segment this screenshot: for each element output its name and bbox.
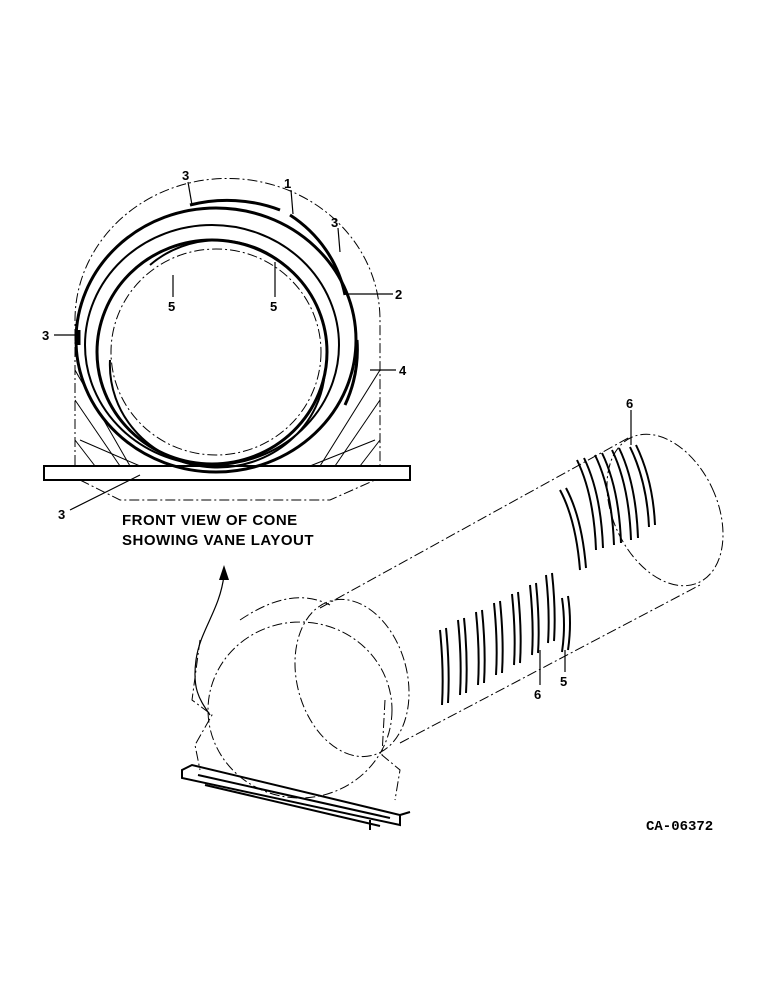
tube-view: 6 6 5 xyxy=(181,396,724,830)
callout-3-bottom: 3 xyxy=(58,507,65,522)
caption-line-2: SHOWING VANE LAYOUT xyxy=(122,532,314,549)
callout-1: 1 xyxy=(284,176,291,191)
front-base-lower xyxy=(79,479,376,501)
view-arrow xyxy=(194,565,229,716)
front-base-plate xyxy=(43,465,411,481)
tube-front-mouth xyxy=(294,598,410,758)
caption-line-1: FRONT VIEW OF CONE xyxy=(122,512,298,529)
tube-rear-end xyxy=(606,433,724,587)
front-vane-rings xyxy=(74,198,359,474)
tube-vanes-front xyxy=(439,572,571,706)
callout-3-right: 3 xyxy=(331,215,338,230)
callout-3-top: 3 xyxy=(182,168,189,183)
callout-4: 4 xyxy=(399,363,407,378)
callout-6-bottom: 6 xyxy=(534,687,541,702)
front-view-cone: 3 1 3 2 5 5 3 4 3 xyxy=(42,168,411,522)
front-leaders xyxy=(54,181,396,511)
tube-vanes-rear xyxy=(559,444,656,571)
callout-5-tube: 5 xyxy=(560,674,567,689)
tube-base-plate xyxy=(181,763,411,830)
callout-5-right: 5 xyxy=(270,299,277,314)
callout-6-top: 6 xyxy=(626,396,633,411)
callout-5-left: 5 xyxy=(168,299,175,314)
drawing-number: CA-06372 xyxy=(646,819,713,835)
callout-2: 2 xyxy=(395,287,402,302)
front-housing-outline xyxy=(74,177,381,465)
callout-3-left: 3 xyxy=(42,328,49,343)
